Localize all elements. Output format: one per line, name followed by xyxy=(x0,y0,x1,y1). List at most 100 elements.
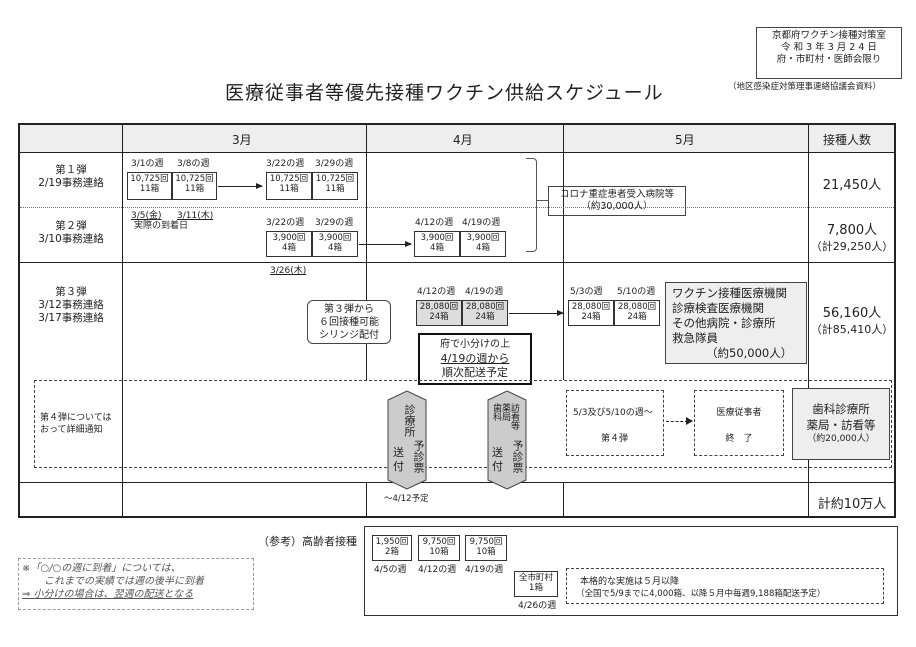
pharmacy-send: 送付 xyxy=(492,446,503,473)
week-label: 4/19の週 xyxy=(462,218,501,228)
week-label: 3/29の週 xyxy=(315,218,354,228)
arrow-right xyxy=(359,241,412,247)
clinic-shield xyxy=(387,390,427,490)
delivery-due: ～4/12予定 xyxy=(384,494,429,504)
stamp-line-1: 京都府ワクチン接種対策室 xyxy=(771,30,886,41)
stamp-line-3: 府・市町村・医師会限り xyxy=(776,54,882,65)
week-label: 3/29の週 xyxy=(315,159,354,169)
col-header-april: 4月 xyxy=(453,133,473,147)
pharmacy-label: 薬局 xyxy=(500,403,510,421)
count-total: 計約10万人 xyxy=(817,497,887,512)
covid-hospital-box: コロナ重症患者受入病院等 （約30,000人） xyxy=(548,186,686,216)
col-line xyxy=(122,125,123,516)
week-label: 3/8の週 xyxy=(177,159,210,169)
elderly-label: （参考）高齢者接種 xyxy=(258,535,357,548)
staff-text: 終 了 xyxy=(725,434,753,444)
wave4-dashed-area xyxy=(34,380,892,468)
week-label: 4/26の週 xyxy=(518,601,557,611)
wave4-box xyxy=(566,390,664,456)
col-header-march: 3月 xyxy=(232,133,252,147)
stamp-note: （地区感染症対策理事連絡協議会資料） xyxy=(728,82,882,92)
week-label: 3/1の週 xyxy=(131,159,164,169)
week-label: 4/12の週 xyxy=(415,218,454,228)
count-wave2: 7,800人 （計29,250人） xyxy=(810,223,894,253)
stamp-line-2: 令 和 3 年 3 月 2 4 日 xyxy=(781,42,877,53)
row-label-wave4: 第４弾についてはおって詳細通知 xyxy=(40,413,112,435)
elderly-note: （全国で5/9までに4,000箱、以降５月中毎週9,188箱配送予定） xyxy=(576,589,826,599)
col-header-count: 接種人数 xyxy=(823,133,872,147)
week-label: 4/19の週 xyxy=(465,287,504,297)
col-line xyxy=(563,482,564,516)
row-label-wave3: 第３弾 3/12事務連絡 3/17事務連絡 xyxy=(38,286,104,324)
dental-box: 歯科診療所薬局・訪看等（約20,000人） xyxy=(792,388,890,460)
col-line xyxy=(366,482,367,516)
footnote-box xyxy=(18,558,254,610)
schedule-table xyxy=(18,123,896,518)
arrow-right xyxy=(509,310,564,316)
clinic-send: 送付 xyxy=(393,446,404,473)
clinic-form: 予診票 xyxy=(412,440,425,473)
wave4-text: 第４弾 xyxy=(601,434,629,444)
footnote: ※「○/○の週に到着」については、 これまでの実績では週の後半に到着 ⇒ 小分け… xyxy=(22,563,204,600)
col-line xyxy=(808,125,809,516)
pharmacy-label: 訪看等 xyxy=(509,403,519,430)
elderly-frame xyxy=(364,526,898,616)
table-header-row xyxy=(20,125,894,153)
elderly-note: 本格的な実施は５月以降 xyxy=(580,577,680,587)
week-label: 4/12の週 xyxy=(418,565,457,575)
pharmacy-form: 予診票 xyxy=(511,440,524,473)
staff-box xyxy=(694,390,784,456)
pharmacy-label: 歯科 xyxy=(491,403,501,421)
elderly-note-box xyxy=(566,568,884,604)
dashed-arrow xyxy=(666,421,688,422)
arrow-right xyxy=(218,183,263,189)
row-separator xyxy=(20,262,894,263)
bracket xyxy=(526,158,537,252)
date-label: 3/26(木) xyxy=(270,266,307,276)
week-label: 3/22の週 xyxy=(266,218,305,228)
clinic-label: 診療所 xyxy=(403,404,416,437)
week-label: 4/5の週 xyxy=(374,565,407,575)
col-line xyxy=(563,125,564,380)
wave4-text: 5/3及び5/10の週～ xyxy=(573,408,653,418)
date-label: 3/11(木) xyxy=(177,211,214,221)
date-note: 実際の到着日 xyxy=(134,221,189,231)
col-header-may: 5月 xyxy=(675,133,695,147)
col-line xyxy=(366,125,367,380)
staff-text: 医療従事者 xyxy=(716,408,762,418)
week-label: 4/12の週 xyxy=(417,287,456,297)
page-title: 医療従事者等優先接種ワクチン供給スケジュール xyxy=(225,82,664,104)
week-label: 5/3の週 xyxy=(570,287,603,297)
count-wave1: 21,450人 xyxy=(822,178,882,193)
target-facilities-box: ワクチン接種医療機関診療検査医療機関その他病院・診療所 救急隊員（約50,000… xyxy=(665,282,807,364)
week-label: 3/22の週 xyxy=(266,159,305,169)
bracket-tick xyxy=(536,200,548,201)
row-label-wave1: 第１弾 2/19事務連絡 xyxy=(38,164,104,189)
week-label: 4/19の週 xyxy=(465,565,504,575)
pharmacy-shield xyxy=(487,390,527,490)
week-label: 5/10の週 xyxy=(617,287,656,297)
arrow-head xyxy=(686,417,693,425)
header-stamp: 京都府ワクチン接種対策室 令 和 3 年 3 月 2 4 日 府・市町村・医師会… xyxy=(756,27,902,79)
row-separator xyxy=(20,482,894,483)
row-label-wave2: 第２弾 3/10事務連絡 xyxy=(38,220,104,245)
count-wave3: 56,160人 （計85,410人） xyxy=(810,306,894,336)
split-delivery-box: 府で小分けの上 4/19の週から 順次配送予定 xyxy=(418,333,532,385)
